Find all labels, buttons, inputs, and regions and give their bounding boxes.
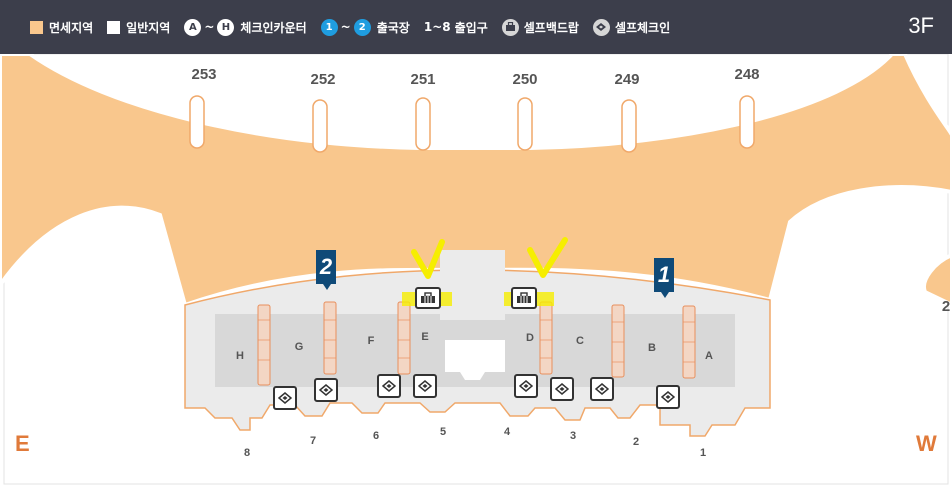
central-atrium bbox=[440, 250, 505, 320]
counter-island-desks bbox=[258, 319, 695, 363]
gate-250: 250 bbox=[512, 71, 538, 88]
self-bag-drop-d[interactable] bbox=[511, 287, 537, 309]
counter-e: E bbox=[421, 331, 429, 343]
legend-general: 일반지역 bbox=[107, 19, 170, 36]
map-legend: 면세지역 일반지역 A ~ H 체크인카운터 1 ~ 2 출국장 1~8 출입구 bbox=[30, 0, 684, 54]
departure-1-badge: 1 bbox=[654, 258, 674, 298]
ticket-icon bbox=[319, 384, 333, 396]
terminal-floorplan bbox=[0, 54, 952, 485]
counter-h: H bbox=[236, 350, 244, 362]
legend-duty-free: 면세지역 bbox=[30, 19, 93, 36]
legend-bag-drop-label: 셀프백드랍 bbox=[523, 20, 579, 35]
legend-self-checkin-label: 셀프체크인 bbox=[614, 20, 671, 35]
counter-a: A bbox=[705, 350, 713, 362]
self-checkin-kiosk-c[interactable] bbox=[550, 377, 574, 401]
self-checkin-kiosk-b[interactable] bbox=[590, 377, 614, 401]
legend-bar: 면세지역 일반지역 A ~ H 체크인카운터 1 ~ 2 출국장 1~8 출입구 bbox=[0, 0, 952, 54]
legend-entrances: 1~8 출입구 bbox=[424, 19, 488, 36]
terminal-map: 253 252 251 250 249 248 2 2 1 H G F E D … bbox=[0, 54, 952, 487]
entrance-3: 3 bbox=[569, 430, 577, 442]
self-checkin-kiosk-a[interactable] bbox=[656, 385, 680, 409]
legend-departures-label: 출국장 bbox=[376, 20, 410, 35]
entrance-8: 8 bbox=[243, 447, 251, 459]
entrance-7: 7 bbox=[309, 435, 317, 447]
legend-entrances-label: 출입구 bbox=[454, 20, 488, 35]
departure-start-badge: 1 bbox=[320, 18, 338, 36]
entrance-4: 4 bbox=[503, 426, 511, 438]
general-area-swatch bbox=[107, 20, 121, 34]
ticket-icon bbox=[595, 383, 609, 395]
legend-departures: 1 ~ 2 출국장 bbox=[320, 18, 410, 36]
ticket-icon bbox=[278, 392, 292, 404]
counter-d: D bbox=[526, 332, 534, 344]
counter-start-badge: A bbox=[184, 18, 202, 36]
self-checkin-kiosk-h[interactable] bbox=[273, 386, 297, 410]
duty-free-east-wing bbox=[922, 252, 952, 308]
gate-249: 249 bbox=[614, 71, 640, 88]
counter-f: F bbox=[367, 335, 375, 347]
legend-duty-free-label: 면세지역 bbox=[49, 20, 94, 35]
counter-c: C bbox=[576, 335, 584, 347]
legend-tilde: ~ bbox=[340, 20, 351, 34]
entrance-range: 1~8 bbox=[423, 20, 451, 34]
departure-end-badge: 2 bbox=[353, 18, 371, 36]
entrance-5: 5 bbox=[439, 426, 447, 438]
luggage-icon bbox=[517, 292, 531, 303]
legend-checkin-counter: A ~ H 체크인카운터 bbox=[184, 18, 307, 36]
departure-2-badge: 2 bbox=[316, 250, 336, 290]
direction-west: W bbox=[916, 431, 937, 456]
ticket-icon bbox=[555, 383, 569, 395]
entrance-2: 2 bbox=[632, 436, 640, 448]
gate-253: 253 bbox=[191, 66, 217, 83]
counter-end-badge: H bbox=[217, 18, 235, 36]
ticket-icon bbox=[519, 380, 533, 392]
gate-252: 252 bbox=[310, 71, 336, 88]
direction-east: E bbox=[15, 431, 30, 456]
self-checkin-kiosk-g[interactable] bbox=[314, 378, 338, 402]
self-checkin-kiosk-f[interactable] bbox=[377, 374, 401, 398]
self-checkin-kiosk-d[interactable] bbox=[514, 374, 538, 398]
legend-general-label: 일반지역 bbox=[126, 20, 171, 35]
entrance-1: 1 bbox=[699, 447, 707, 459]
ticket-icon bbox=[592, 18, 610, 36]
gate-piers bbox=[189, 95, 755, 153]
self-bag-drop-e[interactable] bbox=[415, 287, 441, 309]
gate-partial: 2 bbox=[941, 298, 951, 315]
ticket-icon bbox=[661, 391, 675, 403]
ticket-icon bbox=[382, 380, 396, 392]
duty-free-swatch bbox=[30, 20, 43, 34]
self-checkin-kiosk-e[interactable] bbox=[413, 374, 437, 398]
highlight-check-e bbox=[411, 239, 445, 279]
floor-indicator: 3F bbox=[908, 13, 934, 38]
legend-tilde: ~ bbox=[204, 20, 215, 34]
legend-self-bag-drop: 셀프백드랍 bbox=[501, 18, 579, 36]
luggage-icon bbox=[501, 18, 519, 36]
gate-248: 248 bbox=[734, 66, 760, 83]
counter-g: G bbox=[294, 341, 304, 353]
gate-251: 251 bbox=[410, 71, 436, 88]
ticket-icon bbox=[418, 380, 432, 392]
legend-checkin-label: 체크인카운터 bbox=[240, 20, 307, 35]
luggage-icon bbox=[421, 292, 435, 303]
central-core bbox=[445, 340, 505, 380]
highlight-check-d bbox=[527, 237, 568, 278]
legend-self-checkin: 셀프체크인 bbox=[592, 18, 671, 36]
counter-b: B bbox=[648, 342, 656, 354]
entrance-6: 6 bbox=[372, 430, 380, 442]
